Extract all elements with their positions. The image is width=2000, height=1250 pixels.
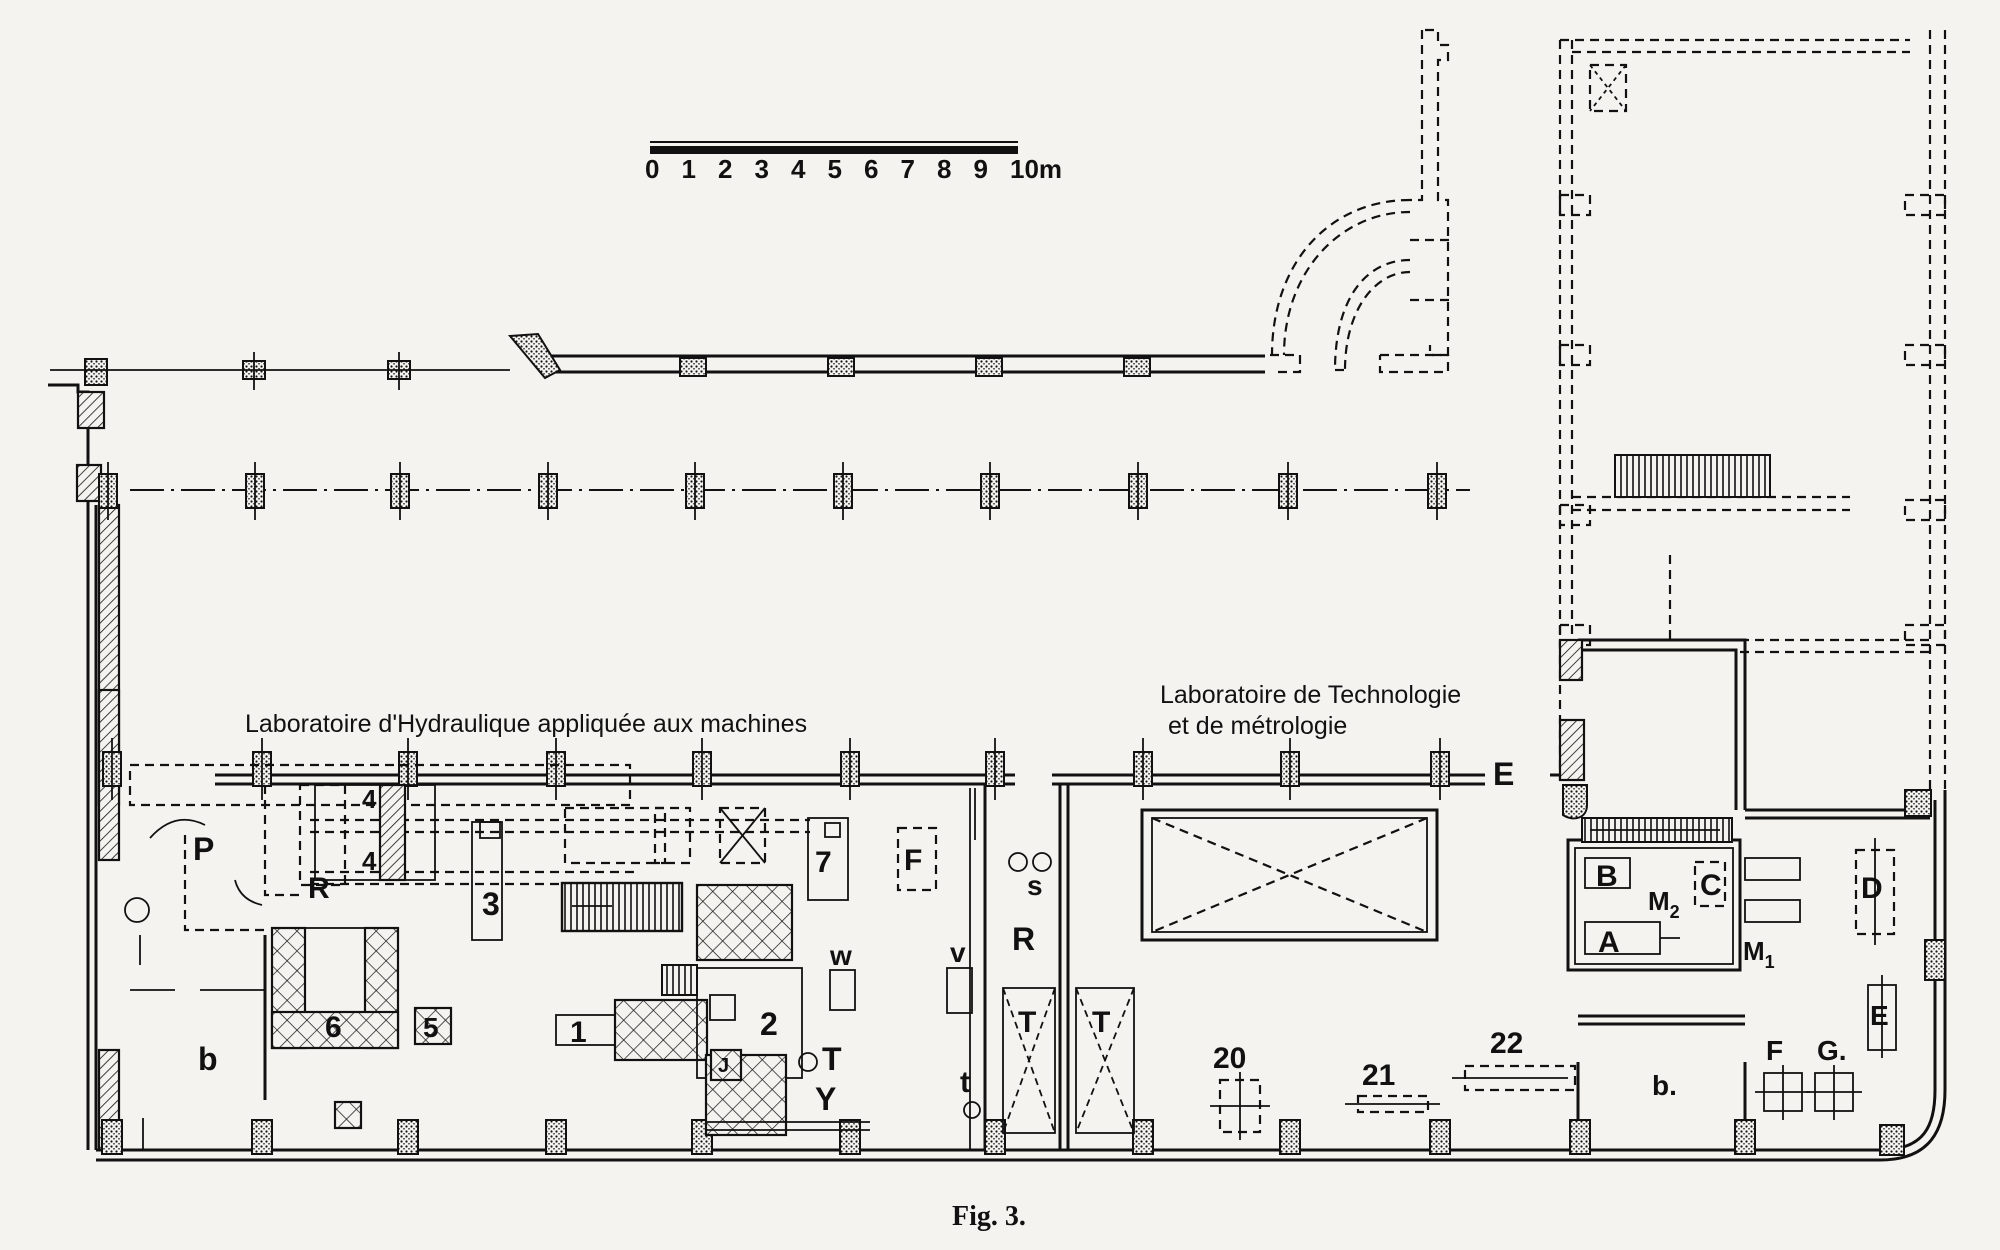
label-21: 21 (1362, 1059, 1395, 1092)
label-M1: M1 (1743, 936, 1775, 972)
wall-column (1904, 789, 1932, 817)
label-T2: T (1092, 1006, 1110, 1039)
wall-column (397, 1119, 419, 1155)
scale-tick-8: 8 (937, 154, 951, 184)
label-E-right: E (1870, 1000, 1889, 1031)
wall-column (1569, 1119, 1591, 1155)
wall-column (1734, 1119, 1756, 1155)
scale-tick-5: 5 (828, 154, 842, 184)
label-4b: 4 (362, 846, 377, 876)
wall-column (101, 1119, 123, 1155)
wall-column (1429, 1119, 1451, 1155)
label-P: P (193, 831, 214, 867)
label-3: 3 (482, 886, 500, 922)
wall-column (1279, 1119, 1301, 1155)
label-20: 20 (1213, 1042, 1246, 1075)
column-axis (98, 462, 1470, 520)
room-label-hydraulics: Laboratoire d'Hydraulique appliquée aux … (245, 710, 807, 738)
label-5: 5 (423, 1012, 439, 1043)
left-wall (48, 383, 121, 1152)
label-A: A (1598, 926, 1620, 959)
label-D: D (1861, 872, 1883, 905)
wall-column (1879, 1124, 1905, 1156)
label-T-left: T (822, 1041, 842, 1077)
label-b-left: b (198, 1041, 218, 1077)
scale-tick-3: 3 (755, 154, 769, 184)
label-M2: M2 (1648, 886, 1680, 922)
wall-column (545, 1119, 567, 1155)
wall-column (839, 1119, 861, 1155)
wall-column (251, 1119, 273, 1155)
scale-tick-9: 9 (974, 154, 988, 184)
wall-column (984, 1119, 1006, 1155)
scale-tick-7: 7 (901, 154, 915, 184)
scale-tick-4: 4 (791, 154, 806, 184)
label-s: s (1027, 870, 1043, 901)
figure-caption: Fig. 3. (952, 1201, 1026, 1232)
label-22: 22 (1490, 1027, 1523, 1060)
hydraulic-equipment (124, 763, 1577, 1150)
room-label-metrology: et de métrologie (1168, 712, 1347, 740)
label-v: v (950, 937, 966, 968)
label-B: B (1596, 860, 1618, 893)
label-6: 6 (325, 1011, 342, 1044)
label-G: G. (1817, 1035, 1847, 1066)
wall-columns (101, 738, 1946, 1156)
scale-tick-0: 0 (645, 154, 659, 184)
label-E-top: E (1493, 756, 1514, 792)
existing-buildings-dashed (1270, 28, 1947, 790)
label-Y: Y (815, 1081, 836, 1117)
label-F-top: F (904, 844, 922, 877)
label-C: C (1700, 869, 1722, 902)
label-T1: T (1018, 1006, 1036, 1039)
scale-tick-6: 6 (864, 154, 878, 184)
wall-column (1924, 939, 1946, 981)
label-4: 4 (362, 784, 377, 814)
label-b-right: b. (1652, 1070, 1677, 1101)
label-2: 2 (760, 1006, 778, 1042)
label-F-right: F (1766, 1035, 1783, 1066)
label-R-mid: R (1012, 921, 1035, 957)
equipment-labels: P R b 4 4 3 7 F 6 5 1 2 J T Y w v s R t … (193, 756, 1889, 1117)
label-7: 7 (815, 846, 832, 879)
room-label-technology: Laboratoire de Technologie (1160, 681, 1461, 709)
label-w: w (829, 940, 852, 971)
wall-column (1132, 1119, 1154, 1155)
label-R-left: R (308, 872, 330, 905)
label-J: J (718, 1055, 729, 1077)
scale-end-label: 10m (1010, 154, 1062, 184)
scale-tick-1: 1 (682, 154, 696, 184)
label-t: t (960, 1066, 970, 1099)
upper-wall (50, 332, 1265, 390)
label-1: 1 (570, 1016, 587, 1049)
room-labels: Laboratoire d'Hydraulique appliquée aux … (245, 681, 1461, 740)
scale-tick-2: 2 (718, 154, 732, 184)
